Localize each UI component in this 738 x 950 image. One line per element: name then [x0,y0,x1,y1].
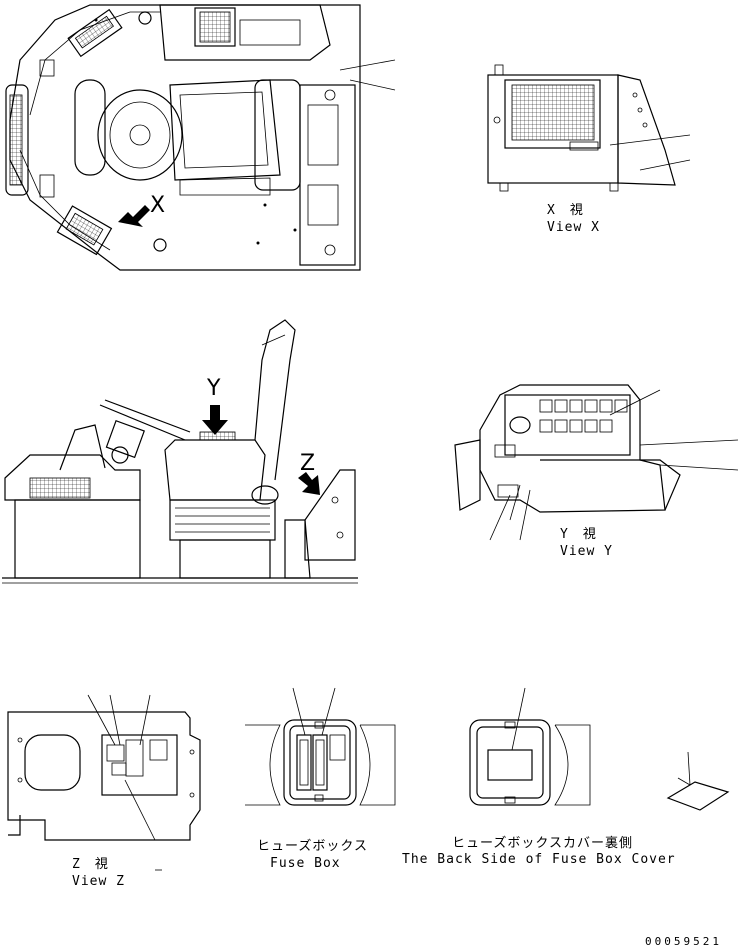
cab-side-view: Y Z [2,319,358,584]
view-x-drawing: X 視 View X [487,64,691,235]
fuse-box-caption-jp: ヒューズボックス [257,838,368,854]
view-z-arrow-icon [298,472,320,495]
decal-sheet-drawing [666,751,730,811]
fuse-cover-drawing: ヒューズボックスカバー裏側 The Back Side of Fuse Box … [402,687,676,867]
view-y-caption-jp: Y 視 [560,527,597,542]
view-y-letter: Y [206,376,221,401]
fuse-cover-caption-en: The Back Side of Fuse Box Cover [402,852,676,867]
view-x-caption-jp: X 視 [547,203,584,218]
fuse-cover-caption-jp: ヒューズボックスカバー裏側 [452,835,633,851]
view-z-letter: Z [300,451,315,476]
drawing-code: 00059521 [645,935,722,948]
cab-top-plan-view: X [5,4,396,271]
view-z-drawing: Z 視 View Z [7,694,201,889]
fuse-box-drawing: ヒューズボックス Fuse Box [245,687,396,871]
view-y-caption-en: View Y [560,544,613,559]
view-z-caption-en: View Z [72,874,125,889]
view-x-letter: X [150,193,165,218]
view-y-drawing: Y 視 View Y [454,384,738,559]
view-x-arrow-icon [118,205,150,227]
view-y-arrow-icon [202,405,228,435]
fuse-box-caption-en: Fuse Box [270,856,341,871]
view-z-caption-jp: Z 視 [72,857,109,872]
view-x-caption-en: View X [547,220,600,235]
